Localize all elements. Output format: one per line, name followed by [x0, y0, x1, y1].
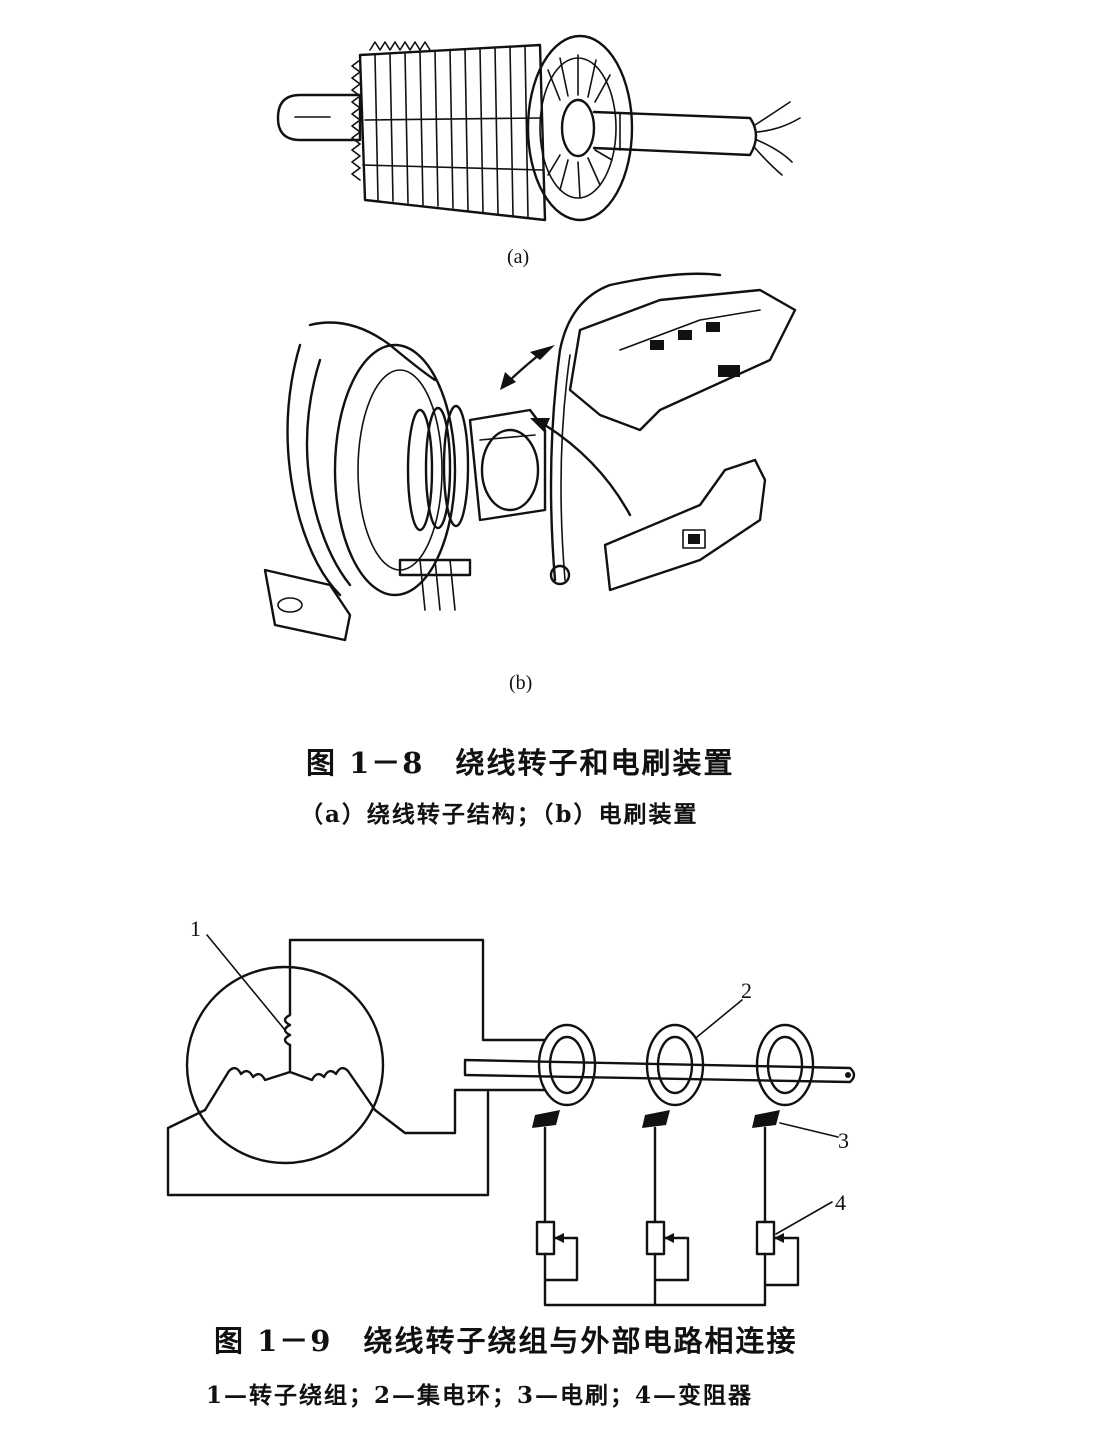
- callout-4: 4: [835, 1190, 846, 1215]
- figure-label-b: (b): [509, 672, 533, 694]
- callout-3: 3: [838, 1128, 849, 1153]
- figure-1-8-title: 图 1－8 绕线转子和电刷装置: [306, 746, 735, 780]
- figure-1-9-title: 图 1－9 绕线转子绕组与外部电路相连接: [214, 1324, 798, 1358]
- figure-label-a: (a): [507, 246, 530, 268]
- figure-1-8-subtitle: （a）绕线转子结构；（b）电刷装置: [300, 801, 699, 828]
- callout-2: 2: [741, 978, 752, 1003]
- figure-1-9-subtitle: 1—转子绕组；2—集电环；3—电刷；4—变阻器: [206, 1382, 754, 1409]
- callout-1: 1: [190, 916, 201, 941]
